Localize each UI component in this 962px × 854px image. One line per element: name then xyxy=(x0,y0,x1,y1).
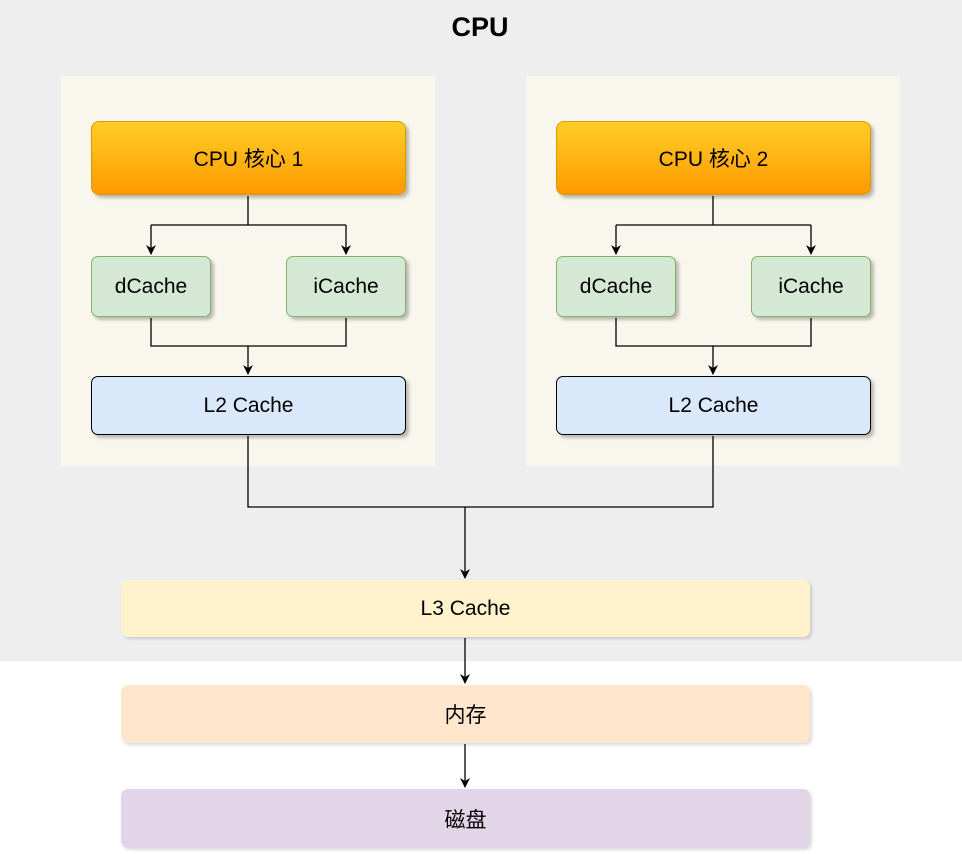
core-2-l2-cache-box: L2 Cache xyxy=(556,376,871,435)
core-2-dcache-box: dCache xyxy=(556,256,676,317)
core-1-icache-box: iCache xyxy=(286,256,406,317)
core-2-l1-merge-line xyxy=(615,318,812,347)
memory-box: 内存 xyxy=(121,685,810,743)
core-2-box: CPU 核心 2 xyxy=(556,121,871,195)
core-1-l2-cache-box: L2 Cache xyxy=(91,376,406,435)
core-2-branch-line xyxy=(616,196,811,226)
l3-cache-box: L3 Cache xyxy=(121,580,810,637)
l2-merge-line xyxy=(247,436,714,508)
core-1-dcache-box: dCache xyxy=(91,256,211,317)
core-1-l1-merge-line xyxy=(150,318,347,347)
core-1-branch-line xyxy=(151,196,346,226)
core-1-box: CPU 核心 1 xyxy=(91,121,406,195)
core-2-icache-box: iCache xyxy=(751,256,871,317)
cpu-title: CPU xyxy=(451,12,509,42)
disk-box: 磁盘 xyxy=(121,789,810,848)
